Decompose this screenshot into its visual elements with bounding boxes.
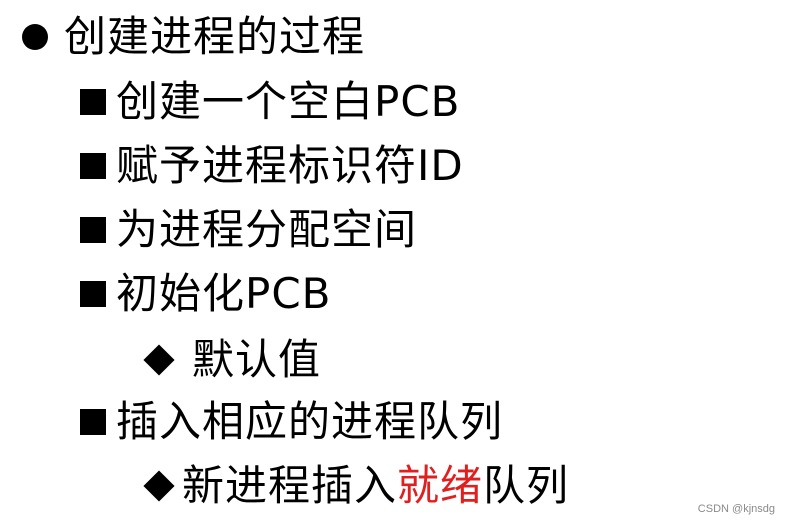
highlight-word: 就绪 [397, 461, 484, 510]
diamond-bullet-icon [143, 344, 175, 376]
square-bullet-icon [80, 89, 106, 115]
square-bullet-icon [80, 281, 106, 307]
subitem-text: 新进程插入就绪队列 [182, 465, 569, 507]
outline-item-init-pcb: 初始化PCB [80, 273, 331, 315]
item-text: 赋予进程标识符ID [116, 141, 464, 190]
outline-item-insert-queue: 插入相应的进程队列 [80, 401, 503, 443]
outline-subitem-ready-queue: 新进程插入就绪队列 [140, 465, 569, 507]
subitem-text-after: 队列 [483, 461, 570, 510]
square-bullet-icon [80, 409, 106, 435]
outline-subitem-default-values: 默认值 [140, 339, 321, 381]
outline-heading: 创建进程的过程 [22, 16, 365, 58]
subitem-text-before: 新进程插入 [182, 461, 398, 510]
item-text: 初始化PCB [116, 269, 332, 318]
square-bullet-icon [80, 217, 106, 243]
circle-bullet-icon [22, 24, 48, 50]
outline-item-create-pcb: 创建一个空白PCB [80, 81, 460, 123]
square-bullet-icon [80, 153, 106, 179]
item-text: 插入相应的进程队列 [116, 397, 504, 446]
item-text: 创建一个空白PCB [116, 77, 461, 126]
csdn-watermark: CSDN @kjnsdg [697, 503, 775, 515]
outline-item-allocate-space: 为进程分配空间 [80, 209, 417, 251]
item-text: 为进程分配空间 [116, 205, 418, 254]
heading-text: 创建进程的过程 [64, 12, 366, 61]
subitem-text: 默认值 [192, 335, 322, 384]
outline-item-assign-id: 赋予进程标识符ID [80, 145, 464, 187]
diamond-bullet-icon [143, 470, 175, 502]
